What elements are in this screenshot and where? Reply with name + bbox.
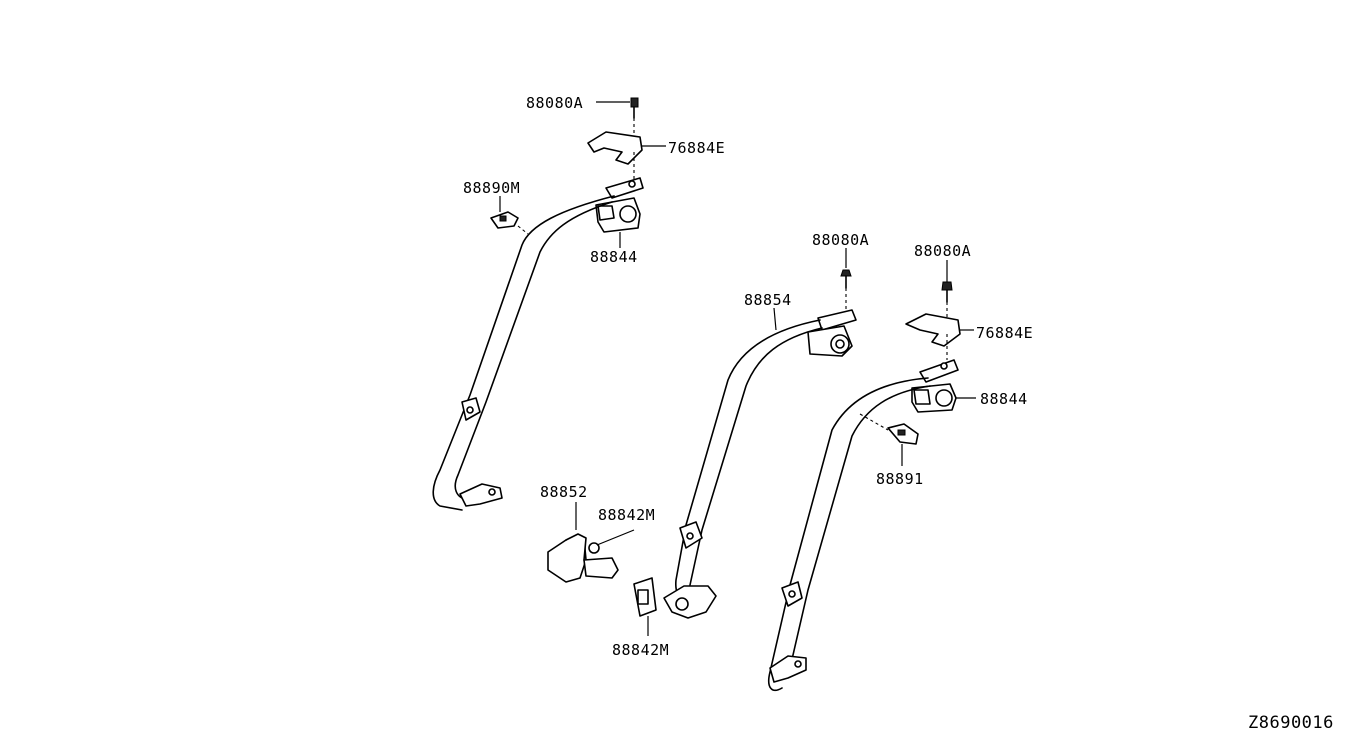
diagram-id: Z8690016 (1248, 713, 1334, 733)
retractor-88854 (807, 309, 857, 357)
callout-76884E-right: 76884E (976, 324, 1033, 342)
bracket-76884E-right (905, 313, 961, 347)
bolt-88080A-left (630, 97, 639, 135)
callout-88080A-right: 88080A (914, 242, 971, 260)
callout-88854: 88854 (744, 291, 792, 309)
callout-88080A-top-left: 88080A (526, 94, 583, 112)
buckle-88852 (547, 502, 635, 583)
retractor-88844-right (911, 383, 957, 413)
callout-88891: 88891 (876, 470, 924, 488)
bracket-76884E-left (587, 131, 643, 165)
retractor-88844-left (595, 197, 641, 233)
belt-webbing-left (432, 195, 615, 511)
callout-88890M: 88890M (463, 179, 520, 197)
guide-88891 (859, 413, 919, 466)
left-belt-assembly (432, 97, 644, 511)
right-belt-assembly (767, 281, 961, 692)
callout-88844-right: 88844 (980, 390, 1028, 408)
guide-88890M (490, 211, 529, 235)
callout-88080A-middle: 88080A (812, 231, 869, 249)
bolt-88080A-middle (840, 269, 852, 310)
belt-webbing-middle (675, 319, 821, 605)
callout-88852: 88852 (540, 483, 588, 501)
callout-labels: 88080A 76884E 88890M 88844 88852 88842M … (463, 94, 1334, 733)
buckle-88842M-lower (633, 577, 657, 636)
leader-lines (499, 101, 976, 399)
callout-88842M-lower: 88842M (612, 641, 669, 659)
callout-76884E-left: 76884E (668, 139, 725, 157)
belt-webbing-right (767, 377, 929, 692)
bolt-88080A-right (941, 281, 953, 320)
callout-88842M-upper: 88842M (598, 506, 655, 524)
middle-belt-assembly (633, 269, 857, 636)
callout-88844-left: 88844 (590, 248, 638, 266)
